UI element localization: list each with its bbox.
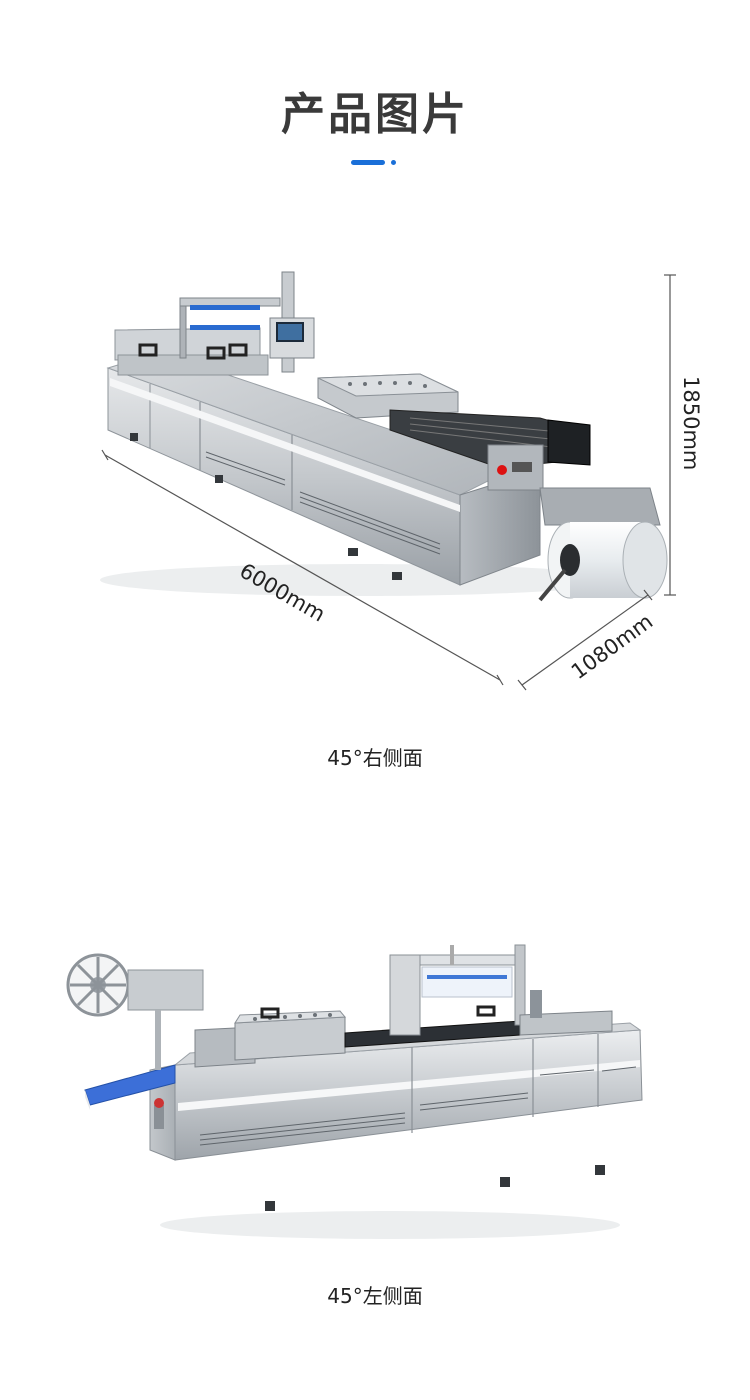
machine-image-left-side (66, 944, 643, 1239)
title-accent-bar (351, 160, 385, 165)
dimension-line-length (104, 454, 501, 681)
dimension-line-width (521, 594, 649, 686)
caption-left-side: 45°左侧面 (327, 1284, 423, 1308)
title-accent-dot (391, 160, 396, 165)
dimension-label-height: 1850mm (679, 376, 703, 470)
machine-image-right-side: 6000mm 1080mm 1850mm (100, 271, 703, 691)
caption-right-side: 45°右侧面 (327, 746, 423, 770)
page-title: 产品图片 (281, 89, 469, 140)
